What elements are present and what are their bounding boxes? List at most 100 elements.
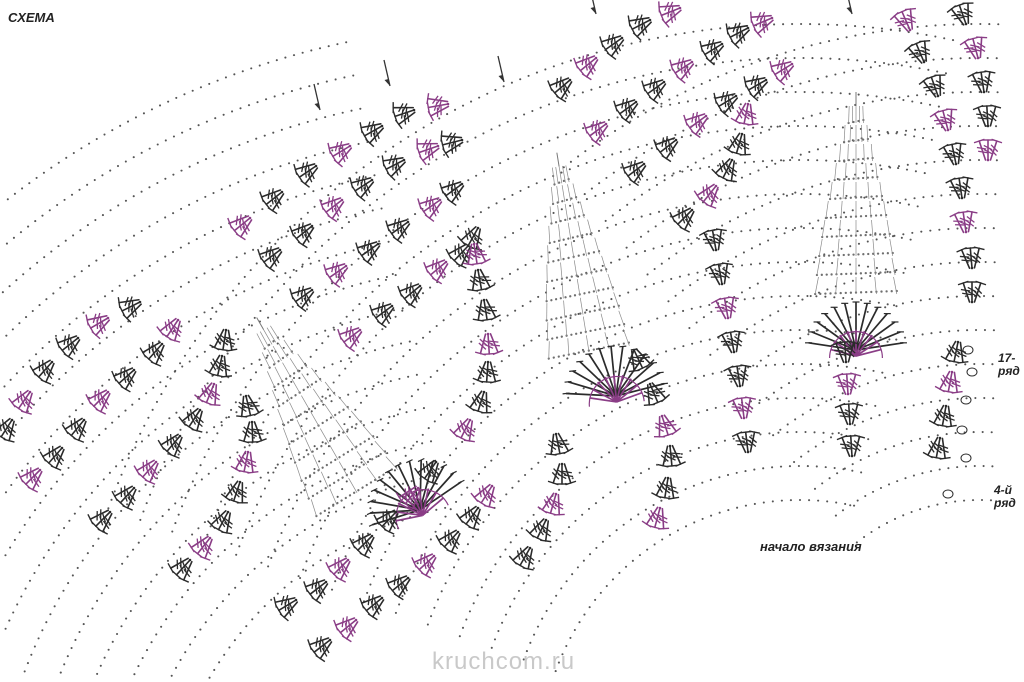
- treble-cluster: [928, 404, 957, 428]
- treble-cluster: [627, 14, 652, 41]
- treble-cluster: [178, 407, 204, 433]
- chain-loop: [966, 367, 978, 377]
- treble-cluster: [743, 74, 769, 102]
- treble-cluster: [472, 298, 501, 322]
- treble-cluster: [830, 340, 860, 364]
- stitch-clusters: [0, 1, 1003, 663]
- treble-cluster: [834, 402, 864, 426]
- treble-cluster: [359, 594, 385, 621]
- treble-cluster: [945, 176, 974, 200]
- treble-cluster: [414, 459, 440, 485]
- treble-cluster: [472, 360, 501, 384]
- treble-cluster: [669, 207, 695, 233]
- treble-cluster: [238, 420, 267, 444]
- treble-cluster: [918, 74, 946, 98]
- treble-cluster: [599, 33, 625, 60]
- treble-cluster: [545, 432, 574, 456]
- treble-cluster: [392, 102, 416, 130]
- treble-cluster: [411, 552, 437, 579]
- treble-cluster: [934, 370, 963, 394]
- row-17-word: ряд: [998, 364, 1020, 378]
- treble-cluster: [956, 246, 985, 270]
- treble-cluster: [194, 382, 221, 406]
- treble-cluster: [333, 616, 359, 643]
- treble-cluster: [289, 222, 315, 249]
- treble-cluster: [653, 136, 679, 163]
- treble-cluster: [449, 418, 476, 443]
- treble-cluster: [397, 282, 423, 309]
- treble-cluster: [85, 312, 111, 340]
- treble-cluster: [725, 22, 750, 49]
- treble-cluster: [85, 389, 111, 415]
- treble-cluster: [547, 76, 573, 103]
- treble-cluster: [967, 70, 996, 94]
- chain-loop: [962, 345, 974, 355]
- row-4-word: ряд: [994, 496, 1016, 510]
- treble-cluster: [698, 228, 727, 252]
- treble-cluster: [938, 142, 967, 166]
- treble-cluster: [628, 348, 655, 373]
- treble-cluster: [683, 111, 709, 139]
- treble-cluster: [699, 38, 725, 66]
- treble-cluster: [167, 557, 193, 583]
- treble-cluster: [349, 175, 375, 202]
- treble-cluster: [236, 394, 264, 418]
- treble-cluster: [643, 382, 671, 407]
- treble-cluster: [731, 430, 761, 454]
- arrow-icon: [846, 0, 853, 15]
- treble-cluster: [946, 2, 974, 26]
- treble-cluster: [303, 578, 329, 605]
- chain-loop: [960, 453, 972, 463]
- treble-cluster: [693, 183, 719, 209]
- row-4-label: 4-й ряд: [994, 484, 1016, 510]
- treble-cluster: [293, 161, 319, 188]
- treble-cluster: [583, 119, 609, 147]
- treble-cluster: [972, 104, 1002, 128]
- chain-loop: [960, 395, 972, 405]
- treble-cluster: [949, 210, 978, 234]
- treble-cluster: [723, 364, 752, 388]
- treble-cluster: [669, 57, 695, 84]
- treble-cluster: [230, 450, 259, 474]
- treble-cluster: [832, 372, 862, 396]
- treble-cluster: [349, 533, 375, 559]
- arrow-icon: [313, 83, 321, 111]
- treble-cluster: [227, 214, 253, 241]
- treble-cluster: [257, 245, 283, 273]
- treble-cluster: [187, 535, 213, 561]
- treble-cluster: [710, 296, 739, 320]
- treble-cluster: [111, 485, 137, 511]
- treble-cluster: [204, 354, 233, 378]
- treble-cluster: [0, 417, 16, 443]
- treble-cluster: [613, 97, 639, 125]
- arrow-icon: [590, 0, 597, 15]
- treble-cluster: [621, 159, 647, 187]
- treble-cluster: [8, 389, 34, 415]
- treble-cluster: [929, 108, 958, 132]
- pineapple-motif: [256, 317, 398, 518]
- treble-cluster: [922, 436, 951, 460]
- treble-cluster: [426, 93, 450, 122]
- arrow-icon: [383, 59, 391, 87]
- chain-loop: [956, 425, 968, 435]
- treble-cluster: [641, 77, 667, 104]
- treble-cluster: [704, 262, 733, 286]
- treble-cluster: [470, 483, 497, 509]
- watermark: kruchcom.ru: [432, 648, 576, 675]
- treble-cluster: [435, 529, 461, 555]
- treble-cluster: [653, 414, 682, 438]
- treble-cluster: [139, 341, 165, 367]
- treble-cluster: [547, 462, 577, 486]
- row-17-label: 17- ряд: [998, 352, 1020, 378]
- treble-cluster: [455, 505, 482, 531]
- treble-cluster: [373, 509, 399, 535]
- treble-cluster: [156, 317, 182, 343]
- treble-cluster: [209, 328, 238, 352]
- fan-shells: [366, 301, 907, 530]
- treble-cluster: [957, 280, 987, 304]
- treble-cluster: [55, 334, 81, 361]
- treble-cluster: [439, 179, 465, 207]
- treble-cluster: [508, 545, 535, 571]
- arrow-icon: [497, 55, 505, 83]
- treble-cluster: [525, 518, 552, 543]
